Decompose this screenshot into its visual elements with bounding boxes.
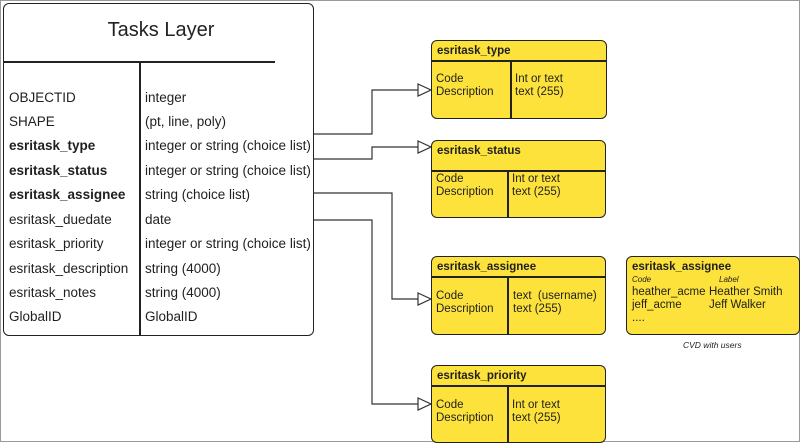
field-name: esritask_assignee	[9, 187, 126, 202]
cvd-table-title: esritask_assignee	[632, 261, 732, 273]
field-row: GlobalID GlobalID	[4, 309, 315, 333]
field-name: GlobalID	[9, 309, 62, 324]
field-row: esritask_priority integer or string (cho…	[4, 236, 315, 260]
domain-table-column-divider	[507, 277, 509, 335]
domain-table-priority: esritask_priority Code Description Int o…	[431, 365, 606, 443]
domain-field-values: Int or text text (255)	[512, 399, 561, 424]
field-type: integer or string (choice list)	[145, 236, 311, 251]
domain-table-title: esritask_priority	[437, 370, 527, 382]
field-name: esritask_notes	[9, 285, 97, 300]
tasks-layer-title: Tasks Layer	[107, 19, 215, 41]
cvd-code-header: Code	[632, 275, 652, 284]
cvd-codes: heather_acme jeff_acme ....	[632, 286, 706, 324]
arrowhead-type	[417, 83, 433, 97]
arrowhead-status	[417, 140, 433, 154]
domain-table-type: esritask_type Code Description Int or te…	[431, 40, 607, 119]
domain-field-values: Int or text text (255)	[515, 73, 564, 98]
domain-table-assignee: esritask_assignee Code Description text …	[431, 256, 606, 335]
domain-field-values: Int or text text (255)	[512, 173, 561, 198]
cvd-label-header: Label	[719, 275, 739, 284]
domain-table-title: esritask_assignee	[437, 261, 537, 273]
field-name: esritask_duedate	[9, 212, 112, 227]
arrowhead-assignee	[417, 292, 433, 306]
field-type: GlobalID	[145, 309, 198, 324]
tasks-layer-table: Tasks Layer OBJECTID integer SHAPE (pt, …	[3, 3, 314, 336]
field-type: string (4000)	[145, 261, 221, 276]
domain-field-labels: Code Description	[436, 173, 494, 198]
field-name: OBJECTID	[9, 90, 76, 105]
field-row: SHAPE (pt, line, poly)	[4, 114, 315, 138]
field-type: string (4000)	[145, 285, 221, 300]
field-type: integer or string (choice list)	[145, 138, 311, 153]
field-type: integer or string (choice list)	[145, 163, 311, 178]
domain-field-values: text (username) text (255)	[513, 290, 597, 315]
field-name: esritask_priority	[9, 236, 104, 251]
cvd-labels: Heather Smith Jeff Walker	[709, 286, 783, 311]
title-divider	[4, 61, 275, 63]
field-type: (pt, line, poly)	[145, 114, 227, 129]
domain-table-title: esritask_type	[437, 45, 511, 57]
domain-table-column-divider	[510, 61, 512, 119]
field-row: esritask_status integer or string (choic…	[4, 163, 315, 187]
cvd-assignee-table: esritask_assignee Code Label heather_acm…	[626, 256, 800, 335]
connector-status	[314, 146, 418, 160]
domain-table-divider	[432, 170, 606, 172]
domain-field-labels: Code Description	[436, 399, 494, 424]
domain-table-divider	[432, 276, 605, 278]
field-type: date	[145, 212, 172, 227]
field-row: esritask_duedate date	[4, 212, 315, 236]
field-row: OBJECTID integer	[4, 90, 315, 114]
field-name: esritask_status	[9, 163, 108, 178]
domain-table-divider	[432, 385, 605, 387]
cvd-caption: CVD with users	[683, 340, 742, 350]
field-name: esritask_type	[9, 138, 96, 153]
field-row: esritask_type integer or string (choice …	[4, 138, 315, 162]
field-row: esritask_assignee string (choice list)	[4, 187, 315, 211]
column-divider	[139, 62, 141, 336]
field-row: esritask_notes string (4000)	[4, 285, 315, 309]
domain-field-labels: Code Description	[436, 290, 494, 315]
domain-table-status: esritask_status Code Description Int or …	[431, 140, 606, 218]
field-name: SHAPE	[9, 114, 55, 129]
domain-table-column-divider	[507, 171, 509, 218]
field-type: string (choice list)	[145, 187, 251, 202]
domain-field-labels: Code Description	[436, 73, 494, 98]
domain-table-title: esritask_status	[437, 145, 521, 157]
connector-type	[314, 89, 418, 135]
field-row: esritask_description string (4000)	[4, 261, 315, 285]
field-name: esritask_description	[9, 261, 129, 276]
domain-table-divider	[432, 60, 606, 62]
field-type: integer	[145, 90, 187, 105]
connector-priority	[314, 219, 418, 405]
domain-table-column-divider	[507, 386, 509, 442]
arrowhead-priority	[417, 397, 433, 411]
connector-assignee	[314, 192, 418, 300]
